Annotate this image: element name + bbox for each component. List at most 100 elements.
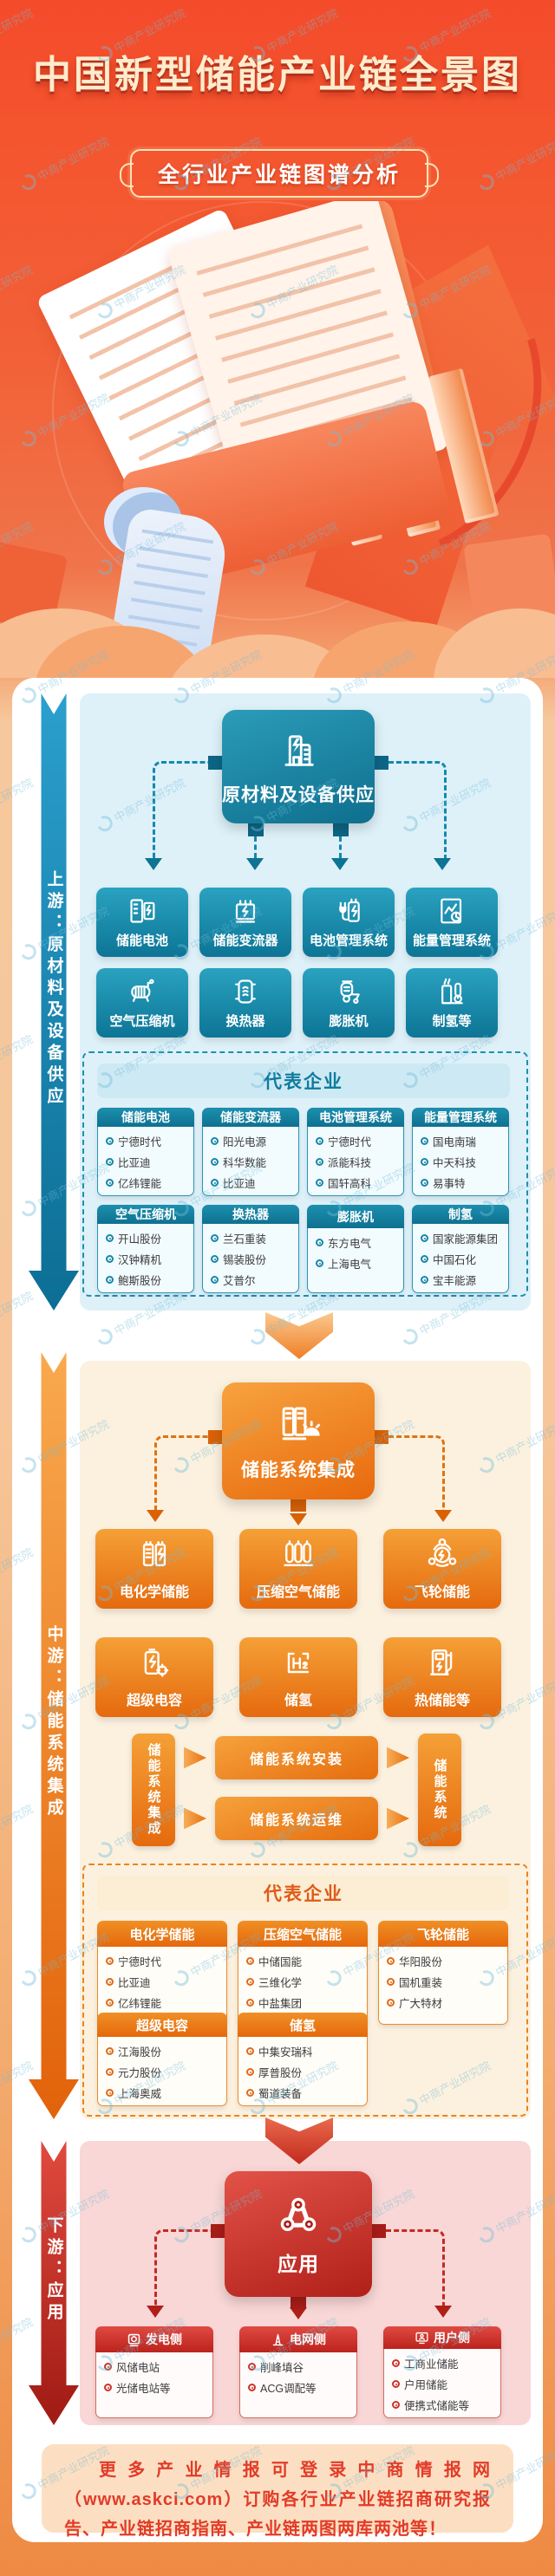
company-item: 汉钟精机 xyxy=(106,1251,188,1267)
company-card-title: 飞轮储能 xyxy=(378,1921,508,1947)
company-name: 比亚迪 xyxy=(118,1157,151,1169)
bullet-icon xyxy=(106,1999,114,2007)
company-name: 中储国能 xyxy=(258,1956,303,1968)
flow-maintain-box: 储能系统运维 xyxy=(215,1797,378,1840)
company-card: 电化学储能 宁德时代 比亚迪 亿纬锂能 xyxy=(97,1921,227,2025)
connector-tab xyxy=(211,2224,225,2238)
watermark-item: 中商产业研究院 xyxy=(552,1544,555,1604)
application-name: 工商业储能 xyxy=(404,2358,459,2371)
arrowhead-icon xyxy=(434,2306,452,2326)
box-label: 储能电池 xyxy=(115,933,168,948)
company-card-title: 膨胀机 xyxy=(307,1205,404,1228)
application-item: 削峰填谷 xyxy=(248,2358,351,2375)
company-name: 亿纬锂能 xyxy=(118,1998,162,2010)
company-item: 科华数能 xyxy=(211,1154,293,1170)
upstream-ribbon-label: 上游：原材料及设备供应 xyxy=(44,869,63,1109)
bullet-icon xyxy=(316,1158,323,1166)
company-card-title: 储能电池 xyxy=(97,1108,194,1127)
bullet-icon xyxy=(387,1978,395,1986)
midstream-box-flywheel: 飞轮储能 xyxy=(383,1529,501,1609)
company-item: 厚普股份 xyxy=(246,2064,362,2080)
company-name: 比亚迪 xyxy=(223,1178,256,1190)
bullet-icon xyxy=(392,2401,400,2409)
application-card-title: 电网侧 xyxy=(239,2326,357,2352)
watermark-item: 中商产业研究院 xyxy=(552,1287,555,1348)
user-monitor-icon xyxy=(415,2332,428,2344)
heat-exchanger-icon xyxy=(235,979,256,1004)
box-label: 电池管理系统 xyxy=(309,933,388,948)
application-card-label: 发电侧 xyxy=(146,2332,182,2346)
application-card-title: 用户侧 xyxy=(383,2326,501,2349)
company-name: 宁德时代 xyxy=(118,1136,162,1148)
bullet-icon xyxy=(106,1957,114,1965)
application-item: 工商业储能 xyxy=(392,2355,495,2371)
company-item: 国轩高科 xyxy=(316,1174,398,1191)
h2-tank-icon xyxy=(287,1652,310,1674)
application-card-title: 发电侧 xyxy=(95,2326,213,2352)
bullet-icon xyxy=(316,1137,323,1145)
application-name: 便携式储能等 xyxy=(404,2400,470,2412)
midstream-box-hydrogen-storage: 储氢 xyxy=(239,1637,357,1717)
arrowhead-icon xyxy=(290,1513,307,1534)
bullet-icon xyxy=(106,2089,114,2097)
company-item: 比亚迪 xyxy=(106,1974,221,1990)
company-card-title: 电化学储能 xyxy=(97,1921,227,1947)
storage-integration-icon xyxy=(282,1407,321,1440)
watermark-item: 中商产业研究院 xyxy=(552,2313,555,2374)
watermark-item: 中商产业研究院 xyxy=(552,2057,555,2117)
application-card: 用户侧 工商业储能 户用储能 便携式储能等 xyxy=(383,2326,501,2418)
flow-result-label: 储能系统 xyxy=(432,1759,447,1821)
bullet-icon xyxy=(246,1999,254,2007)
company-item: 东方电气 xyxy=(316,1234,398,1251)
box-label: 储氢 xyxy=(284,1694,312,1708)
flow-source-box: 储能系统集成 xyxy=(132,1734,175,1846)
bullet-icon xyxy=(421,1158,428,1166)
connector-line xyxy=(386,2229,445,2308)
company-name: 易事特 xyxy=(433,1178,466,1190)
upstream-box-converter: 储能变流器 xyxy=(199,888,291,957)
company-name: 江海股份 xyxy=(118,2046,162,2059)
application-item: 光储电站等 xyxy=(104,2379,207,2396)
connector-tab xyxy=(375,1430,388,1444)
company-item: 中集安瑞科 xyxy=(246,2043,362,2059)
upstream-hub: 原材料及设备供应 xyxy=(222,710,375,823)
company-item: 亿纬锂能 xyxy=(106,1994,221,2011)
company-card: 飞轮储能 华阳股份 国机重装 广大特材 xyxy=(378,1921,508,2025)
company-card-title: 储氢 xyxy=(238,2013,368,2037)
bullet-icon xyxy=(106,1179,114,1187)
midstream-box-thermal: 热储能等 xyxy=(383,1637,501,1717)
air-tanks-icon xyxy=(284,1540,313,1567)
company-name: 上海电气 xyxy=(328,1259,372,1271)
company-name: 三维化学 xyxy=(258,1977,303,1989)
bullet-icon xyxy=(246,1957,254,1965)
company-name: 国机重装 xyxy=(399,1977,443,1989)
company-card: 换热器 兰石重装 锡装股份 艾普尔 xyxy=(202,1205,299,1293)
application-card: 发电侧 风储电站 光储电站等 xyxy=(95,2326,213,2418)
bullet-icon xyxy=(106,1234,114,1242)
midstream-ribbon-label: 中游：储能系统集成 xyxy=(44,1625,63,1820)
connector-tab xyxy=(208,756,222,770)
connector-tab xyxy=(291,2297,306,2309)
midstream-box-electrochemical: 电化学储能 xyxy=(95,1529,213,1609)
energy-report-icon xyxy=(441,898,462,924)
company-card: 储能变流器 阳光电源 科华数能 比亚迪 xyxy=(202,1108,299,1196)
company-card: 超级电容 江海股份 元力股份 上海奥威 xyxy=(97,2013,227,2106)
box-label: 热储能等 xyxy=(414,1694,470,1708)
midstream-hub: 储能系统集成 xyxy=(222,1382,375,1499)
box-label: 膨胀机 xyxy=(329,1014,369,1029)
application-item: 便携式储能等 xyxy=(392,2397,495,2413)
company-item: 宁德时代 xyxy=(106,1133,188,1149)
upstream-box-battery: 储能电池 xyxy=(96,888,188,957)
application-name: 风储电站 xyxy=(116,2362,160,2374)
bullet-icon xyxy=(211,1179,219,1187)
upstream-box-ems: 能量管理系统 xyxy=(406,888,498,957)
connector-line xyxy=(254,836,257,858)
company-name: 亿纬锂能 xyxy=(118,1178,162,1190)
box-label: 能量管理系统 xyxy=(412,933,491,948)
company-card: 储氢 中集安瑞科 厚普股份 蜀道装备 xyxy=(238,2013,368,2106)
company-card-title: 超级电容 xyxy=(97,2013,227,2037)
downstream-ribbon-label: 下游：应用 xyxy=(44,2215,63,2325)
company-card-title: 压缩空气储能 xyxy=(238,1921,368,1947)
connector-line xyxy=(339,836,342,858)
